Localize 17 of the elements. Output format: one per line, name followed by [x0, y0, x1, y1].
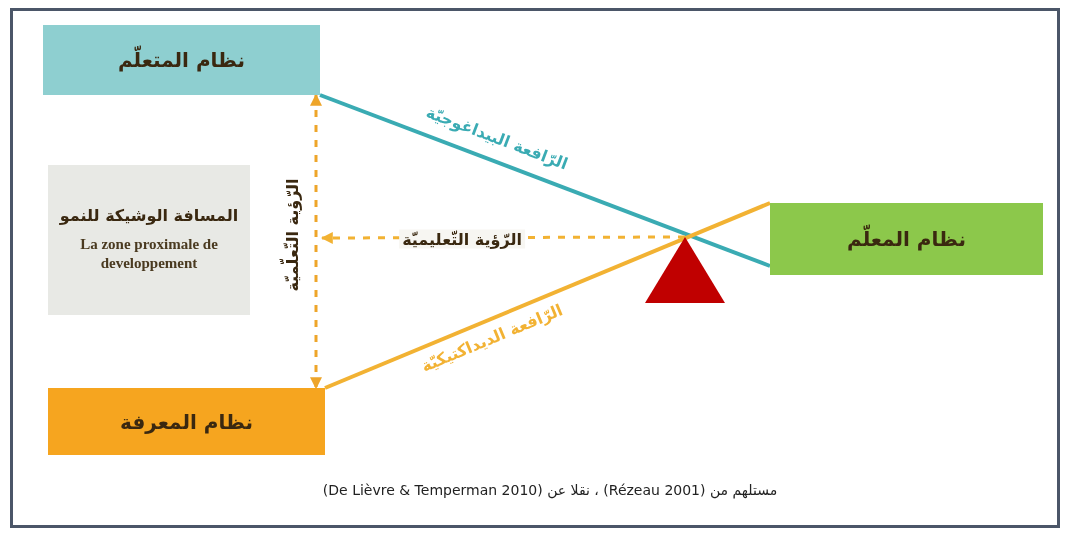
caption: مستلهم من (Rézeau 2001) ، نقلا عن (De Lièvre & Temperman 2010) — [321, 482, 779, 498]
fulcrum-triangle — [645, 237, 725, 303]
system-box — [43, 25, 320, 95]
box-title: نظام المتعلّم — [117, 47, 246, 73]
connector-line — [319, 93, 771, 268]
edge-label: الرّافعة البيداغوجيّة — [422, 101, 572, 175]
box-title: المسافة الوشيكة للنمو — [59, 206, 239, 227]
connector-line — [324, 201, 771, 390]
system-box — [770, 203, 1043, 275]
box-subtitle: La zone proximale de developpement — [79, 234, 219, 274]
dashed-arrow — [310, 93, 322, 390]
edge-label: الرّافعة الديداكتيكيّة — [417, 299, 567, 377]
system-box — [48, 388, 325, 455]
zone-box — [48, 165, 250, 315]
box-title: نظام المعرفة — [120, 408, 253, 435]
edge-label: الرّؤية التّعليميّة — [399, 229, 525, 249]
box-title: نظام المعلّم — [846, 226, 966, 252]
